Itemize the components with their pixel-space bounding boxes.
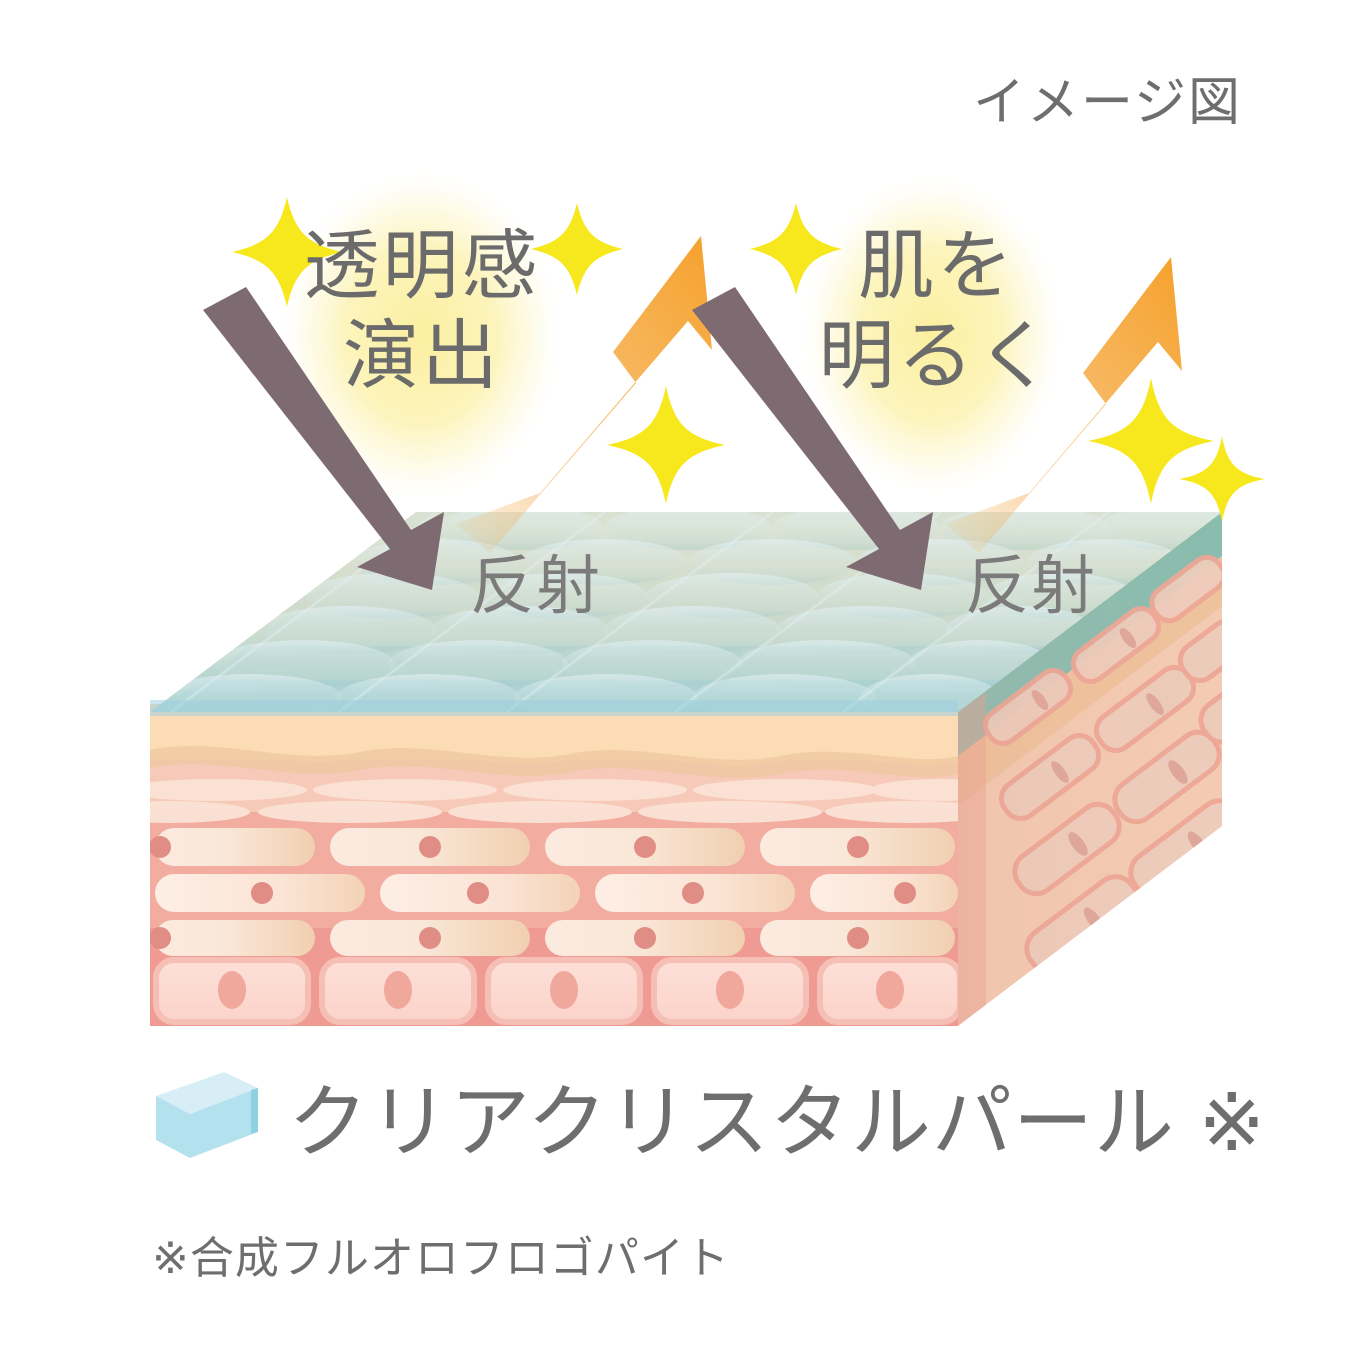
- spinous-cell-rows: [150, 828, 958, 956]
- reflected-light-arrow-1: [456, 236, 712, 553]
- pearl-film-front-edge: [150, 700, 958, 716]
- sparkle-group: [232, 197, 1265, 522]
- glow-halo-right: [797, 170, 1067, 500]
- reflection-label-right: 反射: [965, 550, 1097, 622]
- sparkle-icon-5: [1088, 378, 1214, 504]
- sparkle-icon-4: [750, 203, 842, 295]
- bubble-label-brightness: 肌を 明るく: [818, 224, 1056, 399]
- sparkle-icon-1: [232, 197, 342, 307]
- corneum-shadow-wave: [150, 746, 958, 778]
- basal-cell-row: [153, 957, 958, 1025]
- legend-label: クリアクリスタルパール ※: [288, 1078, 1267, 1167]
- front-face: [150, 704, 958, 1026]
- sparkle-icon-3: [607, 386, 725, 504]
- image-note-caption: イメージ図: [973, 74, 1242, 132]
- sparkle-icon-6: [1179, 436, 1265, 522]
- reflection-label-left: 反射: [470, 550, 602, 622]
- legend: クリアクリスタルパール ※: [152, 1058, 1266, 1174]
- sparkle-icon-2: [531, 203, 623, 295]
- glow-halo-left: [276, 165, 566, 505]
- stratum-corneum-wave: [150, 704, 958, 766]
- footnote-text: ※合成フルオロフロゴパイト: [152, 1234, 730, 1283]
- bubble-label-clarity: 透明感 演出: [303, 224, 541, 399]
- pearl-cube-swatch: [156, 1072, 258, 1158]
- incoming-light-arrow-1: [203, 287, 444, 590]
- right-side-face: [958, 512, 1222, 1026]
- arrow-group: [203, 236, 1182, 590]
- reflected-light-arrow-2: [945, 257, 1182, 553]
- granular-cell-rows: [150, 779, 958, 823]
- glow-halo-group: [276, 165, 1067, 505]
- incoming-light-arrow-2: [692, 287, 933, 590]
